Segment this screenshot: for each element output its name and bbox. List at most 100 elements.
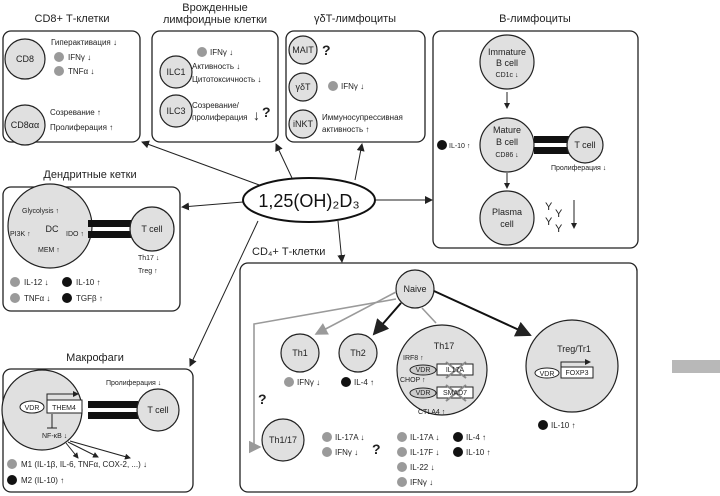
- synapse-bar: [88, 220, 134, 227]
- gd-panel: [285, 30, 426, 143]
- decrease-dot: [397, 432, 407, 442]
- th17-smad7-gene: SMAD7: [443, 390, 467, 397]
- antibody-icon: YY YY: [545, 201, 563, 235]
- decrease-dot: [397, 462, 407, 472]
- synapse-bar: [88, 401, 138, 408]
- th17-label: Th17: [434, 341, 455, 351]
- cd8-maturation: Созревание ↑: [50, 108, 101, 117]
- decrease-dot: [322, 447, 332, 457]
- increase-dot: [7, 475, 17, 485]
- synapse-bar: [534, 147, 574, 154]
- b-t-cell-label: T cell: [574, 140, 595, 150]
- mature-label-1: Mature: [493, 125, 521, 135]
- th117-cell: [261, 418, 305, 462]
- synapse-bar: [534, 136, 574, 143]
- gdt-cell: [288, 72, 318, 102]
- treg-vdr: VDR: [540, 371, 555, 378]
- immature-label-2: B cell: [496, 58, 518, 68]
- b-t-cell: [566, 126, 604, 164]
- dc-tgf: TGFβ ↑: [76, 294, 103, 303]
- th117-label: Th1/17: [269, 435, 297, 445]
- antibody-glyph: Y: [555, 208, 563, 220]
- increase-dot: [62, 293, 72, 303]
- center-arrows: [141, 140, 433, 367]
- antibody-glyph: Y: [545, 216, 553, 228]
- dc-cell-label: DC: [46, 224, 59, 234]
- cd8-ifn: IFNγ ↓: [68, 53, 91, 62]
- mac-m1: M1 (IL-1β, IL-6, TNFα, COX-2, ...) ↓: [21, 460, 147, 469]
- mac-nfkb: NF-κB ↓: [42, 433, 67, 440]
- th17-ifn: IFNγ ↓: [410, 478, 433, 487]
- ilc-title-2: лимфоидные клетки: [163, 14, 267, 26]
- th1-cell: [280, 333, 320, 373]
- naive-label: Naive: [403, 284, 426, 294]
- mac-t-cell: [136, 388, 180, 432]
- blocked-x-icon: [445, 361, 467, 379]
- treg-label: Treg/Tr1: [557, 344, 591, 354]
- mature-label-2: B cell: [496, 137, 518, 147]
- ilc3-label: ILC3: [166, 106, 185, 116]
- mac-title: Макрофаги: [66, 352, 124, 364]
- decrease-dot: [284, 377, 294, 387]
- decrease-dot: [397, 477, 407, 487]
- cd8-cell: [4, 38, 46, 80]
- ilc-down-arrow: ↓: [253, 107, 260, 123]
- th17-chop: CHOP ↑: [400, 377, 426, 384]
- gd-title: γδT-лимфоциты: [314, 13, 396, 25]
- mac-m2: M2 (IL-10) ↑: [21, 476, 64, 485]
- inkt-suppressive-1: Иммуносупрессивная: [322, 113, 403, 122]
- gdt-label: γδT: [295, 82, 311, 92]
- dc-il10: IL-10 ↑: [76, 278, 100, 287]
- them4-gene: [46, 399, 83, 414]
- dc-glycolysis: Glycolysis ↑: [22, 208, 59, 215]
- inkt-cell: [288, 109, 318, 139]
- b-il10: IL-10 ↑: [449, 143, 470, 150]
- ilc-maturation-1: Созревание/: [192, 101, 240, 110]
- decrease-dot: [10, 293, 20, 303]
- inkt-label: iNKT: [293, 119, 314, 129]
- plasma-label-2: cell: [500, 219, 514, 229]
- ilc-ifn: IFNγ ↓: [210, 48, 233, 57]
- inkt-suppressive-2: активность ↑: [322, 125, 369, 134]
- vdr-receptor: [534, 367, 560, 379]
- cd8-hyperactivation: Гиперактивация ↓: [51, 38, 117, 47]
- th117-path-question: ?: [258, 391, 267, 407]
- immature-cd1c: CD1c ↓: [496, 72, 519, 79]
- th17-il17a-gene: IL17A: [446, 367, 465, 374]
- gray-bar: [672, 360, 720, 373]
- ilc-activity: Активность ↓: [192, 62, 240, 71]
- dc-mem: MEM ↑: [38, 247, 60, 254]
- vitamin-d-node: [242, 177, 376, 223]
- th117-question: ?: [372, 441, 381, 457]
- decrease-dot: [10, 277, 20, 287]
- ilc1-cell: [159, 55, 193, 89]
- b-proliferation: Пролиферация ↓: [551, 165, 606, 172]
- plasma-cell: [479, 190, 535, 246]
- th1-label: Th1: [292, 348, 308, 358]
- synapse-bar: [88, 231, 134, 238]
- treg-foxp3-gene: FOXP3: [566, 370, 589, 377]
- dc-pi3k: PI3K ↑: [10, 231, 31, 238]
- ilc-maturation-2: пролиферация: [192, 113, 248, 122]
- th1-ifn: IFNγ ↓: [297, 378, 320, 387]
- cd8-title: CD8+ Т-клетки: [35, 13, 110, 25]
- increase-dot: [341, 377, 351, 387]
- cd8aa-cell: [4, 104, 46, 146]
- th2-il4: IL-4 ↑: [354, 378, 374, 387]
- vdr-receptor: [409, 387, 437, 399]
- vdr-receptor: [19, 400, 45, 414]
- b-title: B-лимфоциты: [499, 13, 571, 25]
- cd4-title: CD₄+ Т-клетки: [252, 246, 325, 258]
- dc-ido: IDO ↑: [66, 231, 84, 238]
- th17-vdr-2: VDR: [416, 390, 431, 397]
- treg-il10: IL-10 ↑: [551, 421, 575, 430]
- cd8-cell-label: CD8: [16, 54, 34, 64]
- ilc1-label: ILC1: [166, 67, 185, 77]
- th2-label: Th2: [350, 348, 366, 358]
- decrease-dot: [7, 459, 17, 469]
- foxp3-gene: [560, 366, 594, 379]
- ilc-question: ?: [262, 104, 271, 120]
- dc-il12: IL-12 ↓: [24, 278, 48, 287]
